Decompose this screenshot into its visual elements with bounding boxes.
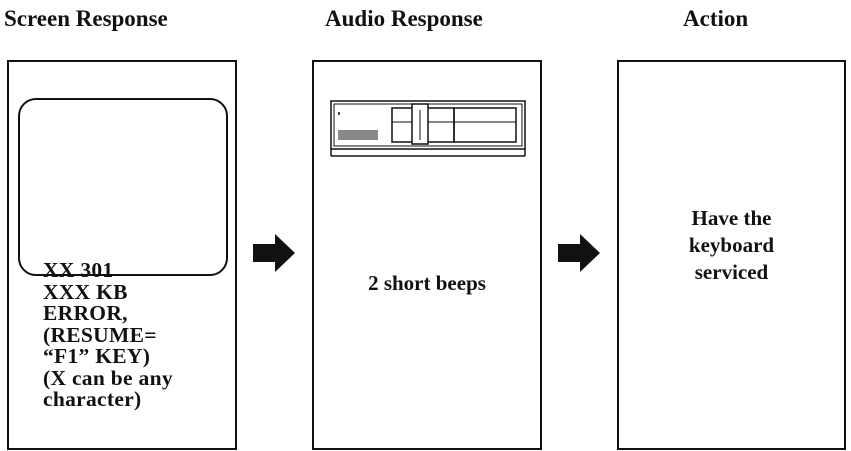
screen-line: XX 301 [43,258,114,282]
action-panel: Have the keyboard serviced [617,60,846,450]
screen-response-panel: XX 301 XXX KB ERROR, (RESUME= “F1” KEY) … [7,60,237,450]
action-line: keyboard [688,233,775,257]
screen-line: “F1” KEY) [43,344,151,368]
right-arrow-icon [253,234,295,272]
audio-response-panel: 2 short beeps [312,60,542,450]
screen-line: character) [43,387,142,411]
right-arrow-icon [558,234,600,272]
screen-line: XXX KB [43,279,128,304]
screen-line: ERROR, [43,301,128,325]
action-line: serviced [694,260,769,284]
action-line: Have the [691,206,772,230]
beep-description: 2 short beeps [368,271,486,295]
audio-response-title: Audio Response [325,6,483,31]
display-screen-icon [18,98,228,276]
system-unit-icon [330,100,526,157]
screen-message: XX 301 XXX KB ERROR, (RESUME= “F1” KEY) … [43,258,173,411]
action-title: Action [683,6,749,31]
screen-response-title: Screen Response [4,6,168,31]
action-text: Have the keyboard serviced [619,205,844,286]
screen-line: (RESUME= [43,322,157,347]
screen-line: (X can be any [43,365,173,390]
